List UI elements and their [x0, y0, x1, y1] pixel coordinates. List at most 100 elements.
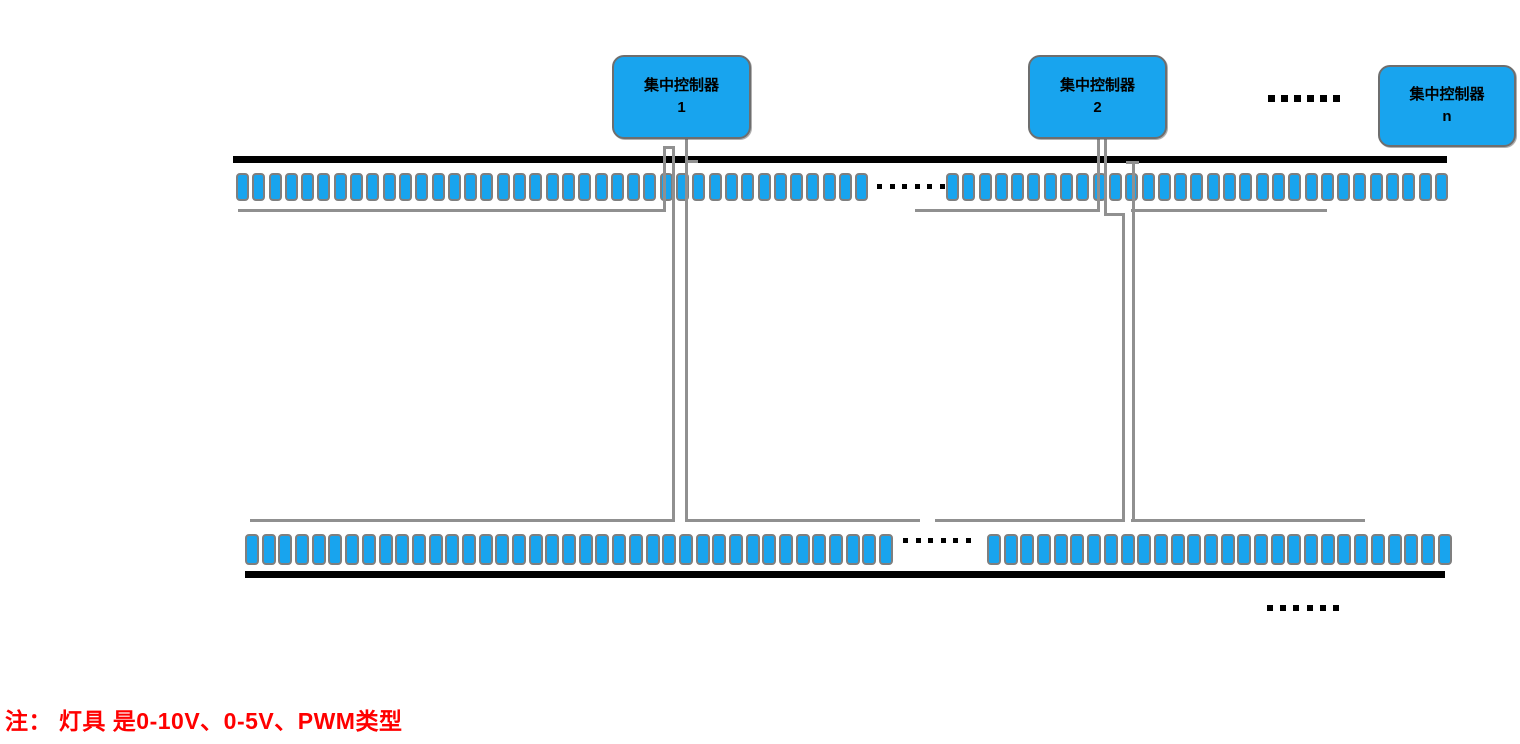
wire-c2-jog — [1104, 213, 1125, 216]
lamp — [962, 173, 976, 201]
lamp — [1223, 173, 1237, 201]
lamp — [1337, 173, 1351, 201]
ellipsis-dot — [1293, 605, 1300, 611]
lamp — [1187, 534, 1202, 565]
lamp — [1271, 173, 1285, 201]
lamp — [610, 173, 624, 201]
ellipsis-dot — [1306, 605, 1313, 611]
lamp — [845, 534, 860, 565]
ellipsis-dot — [877, 184, 882, 189]
wire-bottom-mid-run-2 — [935, 519, 1124, 522]
lamp — [1174, 173, 1188, 201]
lamp — [987, 534, 1001, 565]
lamp — [1020, 534, 1035, 565]
lamp — [1220, 534, 1235, 565]
ellipsis-dot — [903, 538, 908, 543]
lamp — [461, 534, 476, 565]
ellipsis-dot — [915, 538, 921, 543]
ellipsis-dot — [889, 184, 895, 189]
lamp — [562, 534, 577, 565]
lamp — [1125, 173, 1139, 201]
lamp — [757, 173, 771, 201]
wire-c1-right-drop — [685, 135, 688, 522]
wire-bottom-left-run — [250, 519, 674, 522]
ellipsis-dot — [1307, 95, 1314, 102]
wire-c2-left-drop — [1122, 213, 1125, 522]
lamp — [1141, 173, 1155, 201]
bottom-bus-line — [245, 571, 1445, 578]
ellipsis-dot — [902, 184, 907, 189]
wire-c1-top-tap-riser — [663, 146, 666, 212]
lamp — [862, 534, 877, 565]
top-bus-line — [233, 156, 1447, 163]
lamp — [345, 534, 360, 565]
lamp — [1190, 173, 1204, 201]
lamp — [1304, 173, 1318, 201]
lamp — [741, 173, 755, 201]
lamp — [361, 534, 376, 565]
controller-1-label: 集中控制器 — [643, 77, 719, 95]
lamp — [252, 173, 266, 201]
controller-box-2: 集中控制器 2 — [1028, 55, 1167, 139]
lamp — [1287, 534, 1302, 565]
wire-top-mid-run — [915, 209, 1099, 212]
bottom-lamp-group-1 — [245, 534, 894, 565]
lamp — [678, 534, 693, 565]
bottom-lamp-group-2 — [987, 534, 1452, 565]
lamp — [1418, 173, 1432, 201]
lamp — [496, 173, 510, 201]
lamp — [328, 534, 343, 565]
lamp — [1270, 534, 1285, 565]
lamp — [1153, 534, 1168, 565]
lamp — [480, 173, 494, 201]
controller-2-number: 2 — [1093, 99, 1102, 116]
lamp — [595, 534, 610, 565]
ellipsis-dot — [940, 538, 946, 543]
lamp — [1011, 173, 1025, 201]
lamp — [1137, 534, 1152, 565]
lamp — [773, 173, 787, 201]
lamp — [261, 534, 276, 565]
note-text: 注： 灯具 是0-10V、0-5V、PWM类型 — [5, 708, 403, 734]
ellipsis-dot — [965, 538, 971, 543]
lamp — [1076, 173, 1090, 201]
lamp — [1003, 534, 1018, 565]
lamp — [879, 534, 894, 565]
lamp — [1103, 534, 1118, 565]
lamp — [333, 173, 347, 201]
lamp — [1353, 173, 1367, 201]
lamp — [645, 534, 660, 565]
wire-c1-left-drop — [672, 146, 675, 522]
wire-c2-bus-tick — [1126, 161, 1139, 164]
lamp — [643, 173, 657, 201]
ellipsis-dot — [939, 184, 945, 189]
lamp — [495, 534, 510, 565]
lamp — [295, 534, 310, 565]
lamp — [1354, 534, 1369, 565]
lamp — [728, 534, 743, 565]
lamp — [855, 173, 869, 201]
lamp — [946, 173, 959, 201]
ellipsis-dot — [1319, 605, 1326, 611]
wire-top-right-run — [1131, 209, 1327, 212]
wire-c1-bus-tick — [685, 160, 698, 163]
lamp — [795, 534, 810, 565]
lamp — [301, 173, 315, 201]
lamp — [594, 173, 608, 201]
lamp — [350, 173, 364, 201]
lamp — [378, 534, 393, 565]
lamp — [695, 534, 710, 565]
lamp — [1060, 173, 1074, 201]
lamp — [1288, 173, 1302, 201]
ellipsis-top-lamp-row — [877, 184, 945, 189]
controller-2-label: 集中控制器 — [1059, 77, 1135, 95]
lamp — [662, 534, 677, 565]
lamp — [627, 173, 641, 201]
lamp — [545, 173, 559, 201]
lamp — [1027, 173, 1041, 201]
lamp — [1402, 173, 1416, 201]
top-lamp-group-1 — [236, 173, 869, 201]
wire-c2-right-drop — [1132, 161, 1135, 522]
lamp — [838, 173, 852, 201]
ellipsis-bottom-right — [1267, 605, 1339, 611]
